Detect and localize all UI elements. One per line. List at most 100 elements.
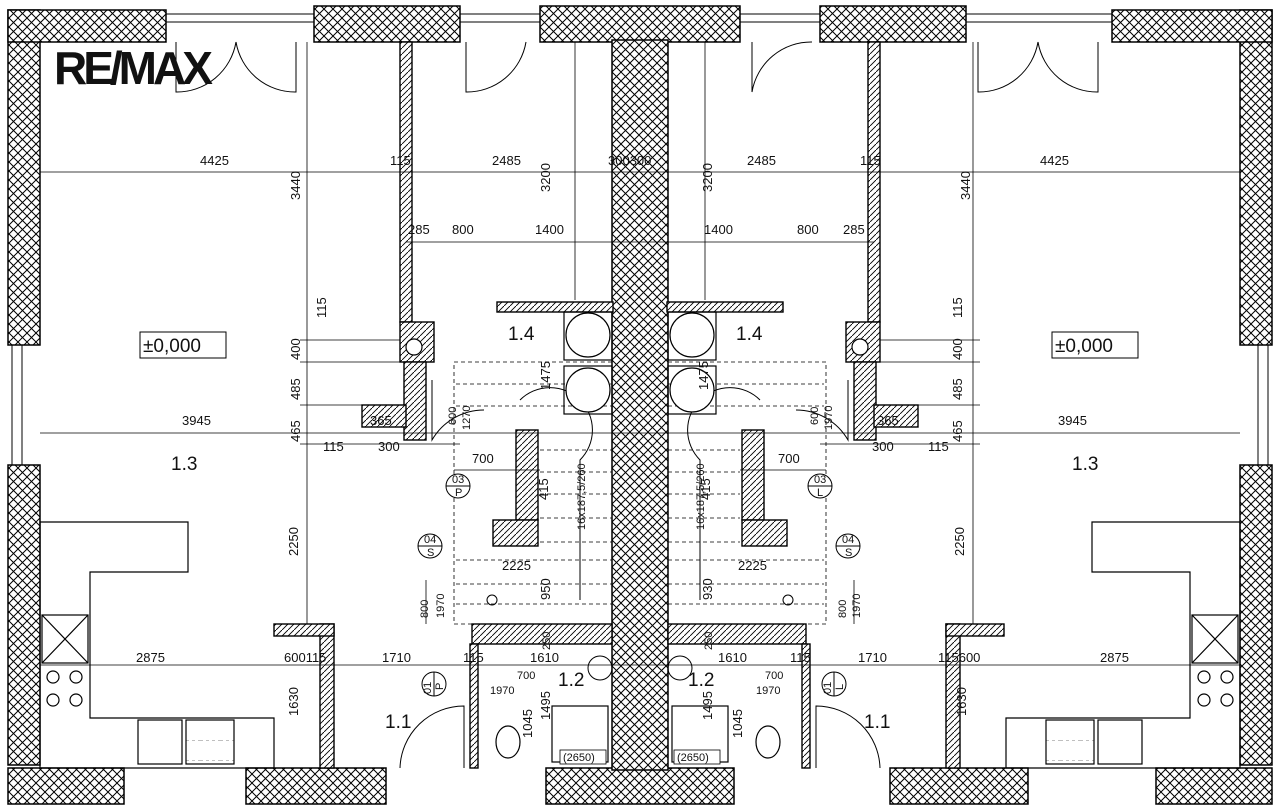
- svg-text:300300: 300300: [608, 153, 651, 168]
- svg-text:3440: 3440: [958, 171, 973, 200]
- svg-text:930: 930: [700, 578, 715, 600]
- svg-text:400: 400: [288, 338, 303, 360]
- svg-text:1970: 1970: [823, 406, 835, 430]
- svg-text:365: 365: [370, 413, 392, 428]
- room-labels: 1.3 1.3 1.4 1.4 1.2 1.2 1.1 1.1: [171, 324, 1098, 733]
- svg-text:2225: 2225: [502, 558, 531, 573]
- svg-text:600: 600: [447, 407, 459, 425]
- svg-text:1475: 1475: [538, 361, 553, 390]
- svg-text:1610: 1610: [718, 650, 747, 665]
- svg-text:465: 465: [950, 420, 965, 442]
- room-label: 1.4: [508, 324, 535, 345]
- svg-text:1970: 1970: [851, 594, 863, 618]
- svg-text:(2650): (2650): [677, 752, 709, 764]
- svg-text:115: 115: [390, 153, 411, 168]
- svg-text:2485: 2485: [747, 153, 776, 168]
- svg-text:115: 115: [314, 297, 329, 318]
- svg-text:465: 465: [288, 420, 303, 442]
- svg-text:285: 285: [408, 222, 430, 237]
- svg-text:2225: 2225: [738, 558, 767, 573]
- svg-text:S: S: [845, 547, 852, 559]
- svg-text:2485: 2485: [492, 153, 521, 168]
- exterior-walls: [7, 5, 1273, 805]
- room-label: 1.4: [736, 324, 763, 345]
- svg-text:P: P: [455, 487, 462, 499]
- svg-text:1400: 1400: [535, 222, 564, 237]
- svg-text:115: 115: [790, 650, 811, 665]
- svg-text:800: 800: [419, 600, 431, 618]
- svg-text:1610: 1610: [530, 650, 559, 665]
- svg-text:S: S: [427, 547, 434, 559]
- svg-text:800: 800: [797, 222, 819, 237]
- svg-text:600: 600: [809, 407, 821, 425]
- section-marker-labels: 03 P 04 S 03 L 04 S 01 P 01 L: [422, 474, 854, 694]
- svg-text:1630: 1630: [286, 687, 301, 716]
- svg-text:800: 800: [837, 600, 849, 618]
- svg-text:1270: 1270: [461, 406, 473, 430]
- svg-text:L: L: [834, 684, 846, 690]
- svg-text:1045: 1045: [730, 709, 745, 738]
- svg-text:400: 400: [950, 338, 965, 360]
- svg-text:3200: 3200: [538, 163, 553, 192]
- svg-text:415: 415: [698, 478, 713, 500]
- svg-text:2250: 2250: [952, 527, 967, 556]
- svg-text:800: 800: [452, 222, 474, 237]
- svg-text:3945: 3945: [1058, 413, 1087, 428]
- svg-text:2875: 2875: [1100, 650, 1129, 665]
- room-label: 1.3: [171, 454, 197, 475]
- svg-text:16x187,5/260: 16x187,5/260: [695, 463, 707, 530]
- svg-text:1970: 1970: [490, 685, 514, 697]
- svg-text:16x187,5/260: 16x187,5/260: [576, 463, 588, 530]
- svg-text:01: 01: [822, 682, 834, 694]
- section-markers: [417, 473, 861, 697]
- room-label: 1.2: [558, 670, 584, 691]
- room-label: 1.2: [688, 670, 714, 691]
- svg-text:115: 115: [463, 650, 484, 665]
- svg-text:4425: 4425: [200, 153, 229, 168]
- svg-text:700: 700: [517, 670, 535, 682]
- svg-text:600115: 600115: [284, 650, 326, 665]
- svg-text:1045: 1045: [520, 709, 535, 738]
- svg-text:700: 700: [472, 451, 494, 466]
- windows: [11, 13, 1269, 465]
- svg-text:285: 285: [843, 222, 865, 237]
- svg-text:115: 115: [950, 297, 965, 318]
- svg-text:1970: 1970: [435, 594, 447, 618]
- svg-text:115: 115: [928, 439, 949, 454]
- level-markers: ±0,000 ±0,000: [139, 331, 1139, 359]
- svg-text:3200: 3200: [700, 163, 715, 192]
- svg-text:300: 300: [872, 439, 894, 454]
- svg-text:365: 365: [877, 413, 899, 428]
- svg-text:950: 950: [538, 578, 553, 600]
- svg-text:700: 700: [765, 670, 783, 682]
- doors: [175, 41, 1099, 769]
- svg-text:4425: 4425: [1040, 153, 1069, 168]
- svg-text:415: 415: [536, 478, 551, 500]
- svg-text:04: 04: [842, 534, 854, 546]
- svg-text:03: 03: [452, 474, 464, 486]
- svg-text:2875: 2875: [136, 650, 165, 665]
- svg-text:P: P: [434, 683, 446, 690]
- room-label: 1.1: [864, 712, 890, 733]
- svg-text:04: 04: [424, 534, 436, 546]
- room-label: 1.3: [1072, 454, 1098, 475]
- svg-text:3945: 3945: [182, 413, 211, 428]
- svg-text:700: 700: [778, 451, 800, 466]
- svg-text:115: 115: [860, 153, 881, 168]
- fixtures: [39, 311, 1241, 769]
- remax-logo: RE/MAX: [54, 42, 213, 94]
- interior-walls: [273, 41, 1005, 769]
- svg-text:(2650): (2650): [563, 752, 595, 764]
- svg-text:1475: 1475: [696, 361, 711, 390]
- svg-text:01: 01: [422, 682, 434, 694]
- svg-text:1710: 1710: [858, 650, 887, 665]
- svg-text:2250: 2250: [286, 527, 301, 556]
- svg-text:1495: 1495: [538, 691, 553, 720]
- svg-text:1495: 1495: [700, 691, 715, 720]
- svg-text:250: 250: [541, 632, 553, 650]
- room-label: 1.1: [385, 712, 411, 733]
- svg-text:250: 250: [703, 632, 715, 650]
- svg-text:1710: 1710: [382, 650, 411, 665]
- svg-text:L: L: [817, 487, 823, 499]
